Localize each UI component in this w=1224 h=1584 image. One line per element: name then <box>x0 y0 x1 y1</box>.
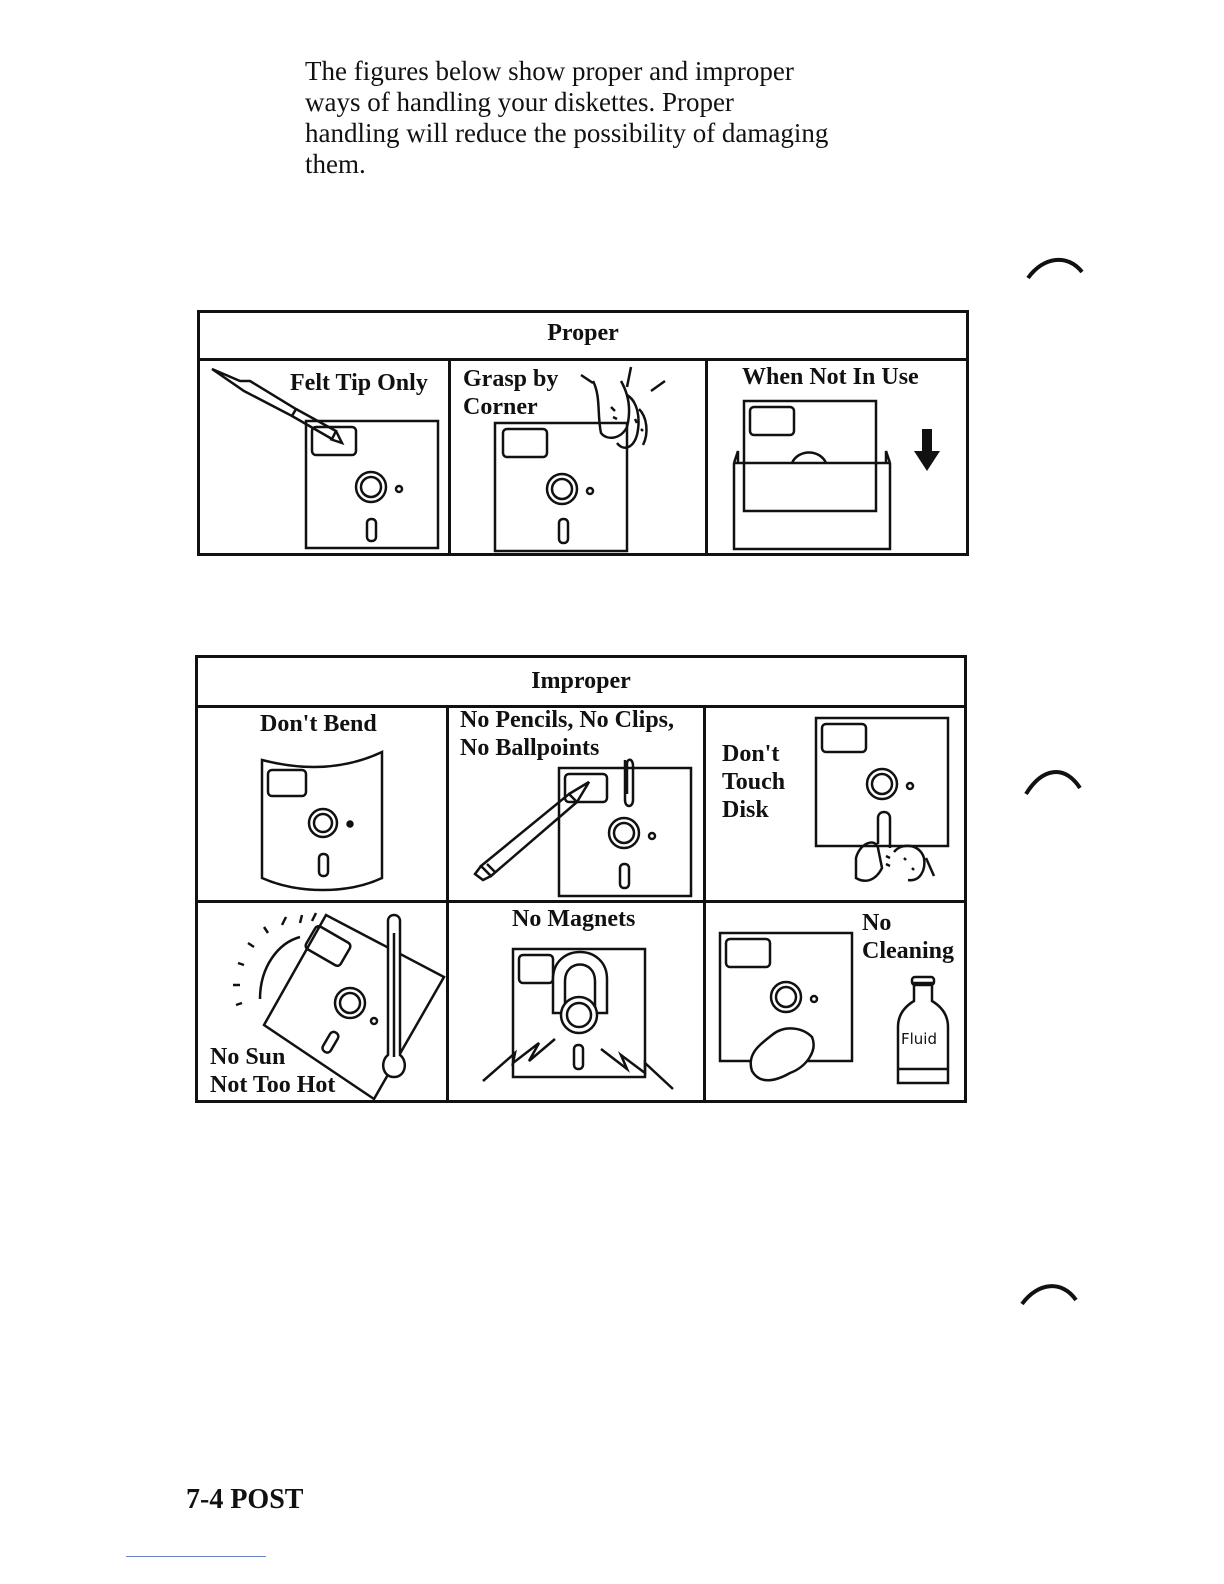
cell-label: Don't Touch Disk <box>722 741 786 823</box>
sun-and-thermometer-icon <box>233 912 446 1101</box>
cell-label: When Not In Use <box>742 364 919 390</box>
magnet-icon <box>482 947 674 1090</box>
no-magnets-cell: No Magnets <box>449 903 703 1103</box>
cell-label: No Sun Not Too Hot <box>210 1044 336 1098</box>
column-divider <box>448 358 451 556</box>
improper-table-header: Improper <box>198 658 964 708</box>
proper-table: Proper Felt Tip Only Grasp by Corner <box>197 310 969 556</box>
cleaning-cloth-and-fluid-icon: Fluid <box>718 931 950 1085</box>
finger-touching-disk-icon <box>814 716 950 882</box>
grasp-corner-cell: Grasp by Corner <box>451 361 705 556</box>
diskette-in-envelope-icon <box>732 399 940 551</box>
dont-touch-cell: Don't Touch Disk <box>706 708 964 900</box>
intro-line: handling will reduce the possibility of … <box>305 118 829 148</box>
margin-arc-mark <box>1026 257 1084 280</box>
column-divider <box>446 705 449 1103</box>
hand-holding-diskette-icon <box>493 366 666 553</box>
bottom-rule <box>126 1556 266 1557</box>
column-divider <box>705 358 708 556</box>
bent-diskette-icon <box>260 750 384 892</box>
dont-bend-cell: Don't Bend <box>198 708 446 900</box>
margin-arc-mark <box>1024 770 1082 796</box>
cell-label: Grasp by Corner <box>463 366 559 420</box>
no-cleaning-cell: No Cleaning Fluid <box>706 903 964 1103</box>
improper-table: Improper Don't Bend No Pencils, No Clips… <box>195 655 967 1103</box>
cell-label: Don't Bend <box>260 711 377 737</box>
cell-label: No Magnets <box>512 906 636 932</box>
no-sun-cell: No Sun Not Too Hot <box>198 903 446 1103</box>
felt-tip-cell: Felt Tip Only <box>200 361 448 556</box>
page-footer: 7-4 POST <box>186 1484 304 1515</box>
intro-line: ways of handling your diskettes. Proper <box>305 87 734 117</box>
column-divider <box>703 705 706 1103</box>
no-pencils-cell: No Pencils, No Clips, No Ballpoints <box>449 707 703 900</box>
cell-label: No Cleaning <box>862 910 955 964</box>
intro-line: The figures below show proper and improp… <box>305 56 794 86</box>
felt-tip-pen-icon <box>211 367 440 550</box>
margin-arc-mark <box>1020 1284 1078 1306</box>
row-divider <box>198 900 964 903</box>
proper-table-header: Proper <box>200 313 966 361</box>
cell-label: No Pencils, No Clips, No Ballpoints <box>460 707 675 761</box>
when-not-in-use-cell: When Not In Use <box>708 361 966 556</box>
pencil-and-clip-icon <box>473 758 693 898</box>
cell-label: Felt Tip Only <box>290 370 428 396</box>
intro-paragraph: The figures below show proper and improp… <box>305 56 925 180</box>
intro-line: them. <box>305 149 366 179</box>
fluid-label: Fluid <box>901 1030 937 1048</box>
